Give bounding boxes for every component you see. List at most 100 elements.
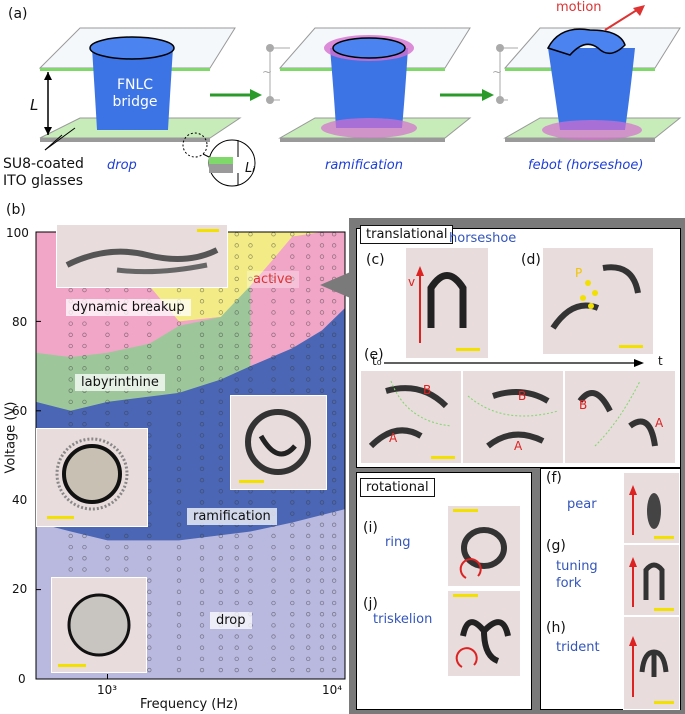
measurement-point-10 <box>271 623 276 628</box>
measurement-point-5 <box>176 667 182 673</box>
pear-photo <box>623 472 680 544</box>
measurement-point-10 <box>271 667 276 673</box>
measurement-point-10 <box>271 500 276 505</box>
measurement-point-14 <box>331 600 337 606</box>
measurement-point-13 <box>319 276 325 282</box>
measurement-point-14 <box>331 589 337 594</box>
sequence-photo-2 <box>462 370 564 464</box>
measurement-point-5 <box>176 600 182 606</box>
measurement-point-14 <box>331 656 337 662</box>
measurement-point-7 <box>218 377 223 382</box>
measurement-point-13 <box>319 254 325 259</box>
measurement-point-5 <box>176 612 182 617</box>
measurement-point-13 <box>319 667 325 673</box>
measurement-point-10 <box>271 578 276 583</box>
measurement-point-8 <box>234 276 239 282</box>
measurement-point-13 <box>319 533 325 539</box>
measurement-point-11 <box>290 299 295 304</box>
measurement-point-2 <box>105 544 110 550</box>
measurement-point-5 <box>176 410 182 416</box>
measurement-point-11 <box>290 500 295 505</box>
measurement-point-6 <box>199 366 205 371</box>
measurement-point-7 <box>218 343 223 349</box>
panel-f-label: (f) <box>546 470 562 486</box>
measurement-point-4 <box>147 399 152 405</box>
measurement-point-9 <box>248 243 253 248</box>
measurement-point-8 <box>234 500 239 505</box>
measurement-point-5 <box>176 388 182 393</box>
interaction-photo <box>542 247 654 355</box>
measurement-point-10 <box>271 265 276 270</box>
measurement-point-5 <box>176 444 182 449</box>
measurement-point-12 <box>306 254 311 259</box>
measurement-point-14 <box>331 254 337 259</box>
measurement-point-10 <box>271 254 276 259</box>
measurement-point-10 <box>271 276 276 282</box>
region-label-active: active <box>247 271 299 288</box>
measurement-point-1 <box>82 366 87 371</box>
measurement-point-0 <box>68 287 73 293</box>
measurement-point-11 <box>290 578 295 583</box>
measurement-point-4 <box>147 533 152 539</box>
measurement-point-10 <box>271 645 276 650</box>
measurement-point-14 <box>331 511 337 516</box>
horseshoe-label: horseshoe <box>449 231 517 246</box>
measurement-point-14 <box>331 332 337 337</box>
ring-photo <box>447 505 521 587</box>
measurement-point-0 <box>68 388 73 393</box>
time-arrow <box>384 359 644 367</box>
seq3-b-label: B <box>579 398 588 412</box>
measurement-point-6 <box>199 299 205 304</box>
measurement-point-12 <box>306 243 311 248</box>
measurement-point-7 <box>218 567 223 572</box>
measurement-point-2 <box>105 533 110 539</box>
measurement-point-9 <box>248 667 253 673</box>
measurement-point-1 <box>82 343 87 349</box>
measurement-point-6 <box>199 623 205 628</box>
translational-title: translational <box>360 225 454 244</box>
measurement-point-1 <box>82 355 87 360</box>
p-label: P <box>575 266 583 280</box>
seq3-a-label: A <box>655 416 664 430</box>
measurement-point-5 <box>176 377 182 382</box>
measurement-point-13 <box>319 634 325 639</box>
measurement-point-12 <box>306 589 311 594</box>
measurement-point-13 <box>319 522 325 527</box>
measurement-point-2 <box>105 399 110 405</box>
measurement-point-2 <box>105 410 110 416</box>
measurement-point-13 <box>319 511 325 516</box>
measurement-point-8 <box>234 645 239 650</box>
measurement-point-5 <box>176 477 182 483</box>
measurement-point-13 <box>319 332 325 337</box>
measurement-point-1 <box>82 410 87 416</box>
measurement-point-6 <box>199 422 205 427</box>
measurement-point-7 <box>218 533 223 539</box>
measurement-point-9 <box>248 276 253 282</box>
measurement-point-14 <box>331 355 337 360</box>
measurement-point-3 <box>124 287 129 293</box>
measurement-point-11 <box>290 522 295 527</box>
measurement-point-12 <box>306 265 311 270</box>
x-axis-label: Frequency (Hz) <box>140 697 239 712</box>
measurement-point-12 <box>306 623 311 628</box>
measurement-point-7 <box>218 422 223 427</box>
measurement-point-11 <box>290 287 295 293</box>
measurement-point-11 <box>290 321 295 326</box>
stage-ramification-label: ramification <box>325 158 403 173</box>
measurement-point-2 <box>105 321 110 326</box>
measurement-point-4 <box>147 287 152 293</box>
gap-label: L <box>30 96 39 114</box>
measurement-point-2 <box>105 343 110 349</box>
motion-label: motion <box>556 0 602 15</box>
measurement-point-12 <box>306 321 311 326</box>
drop-photo <box>51 577 147 673</box>
measurement-point-2 <box>105 556 110 561</box>
measurement-point-7 <box>218 455 223 460</box>
measurement-point-5 <box>176 466 182 472</box>
measurement-point-13 <box>319 656 325 662</box>
measurement-point-9 <box>248 600 253 606</box>
measurement-point-7 <box>218 578 223 583</box>
measurement-point-13 <box>319 265 325 270</box>
measurement-point-2 <box>105 366 110 371</box>
